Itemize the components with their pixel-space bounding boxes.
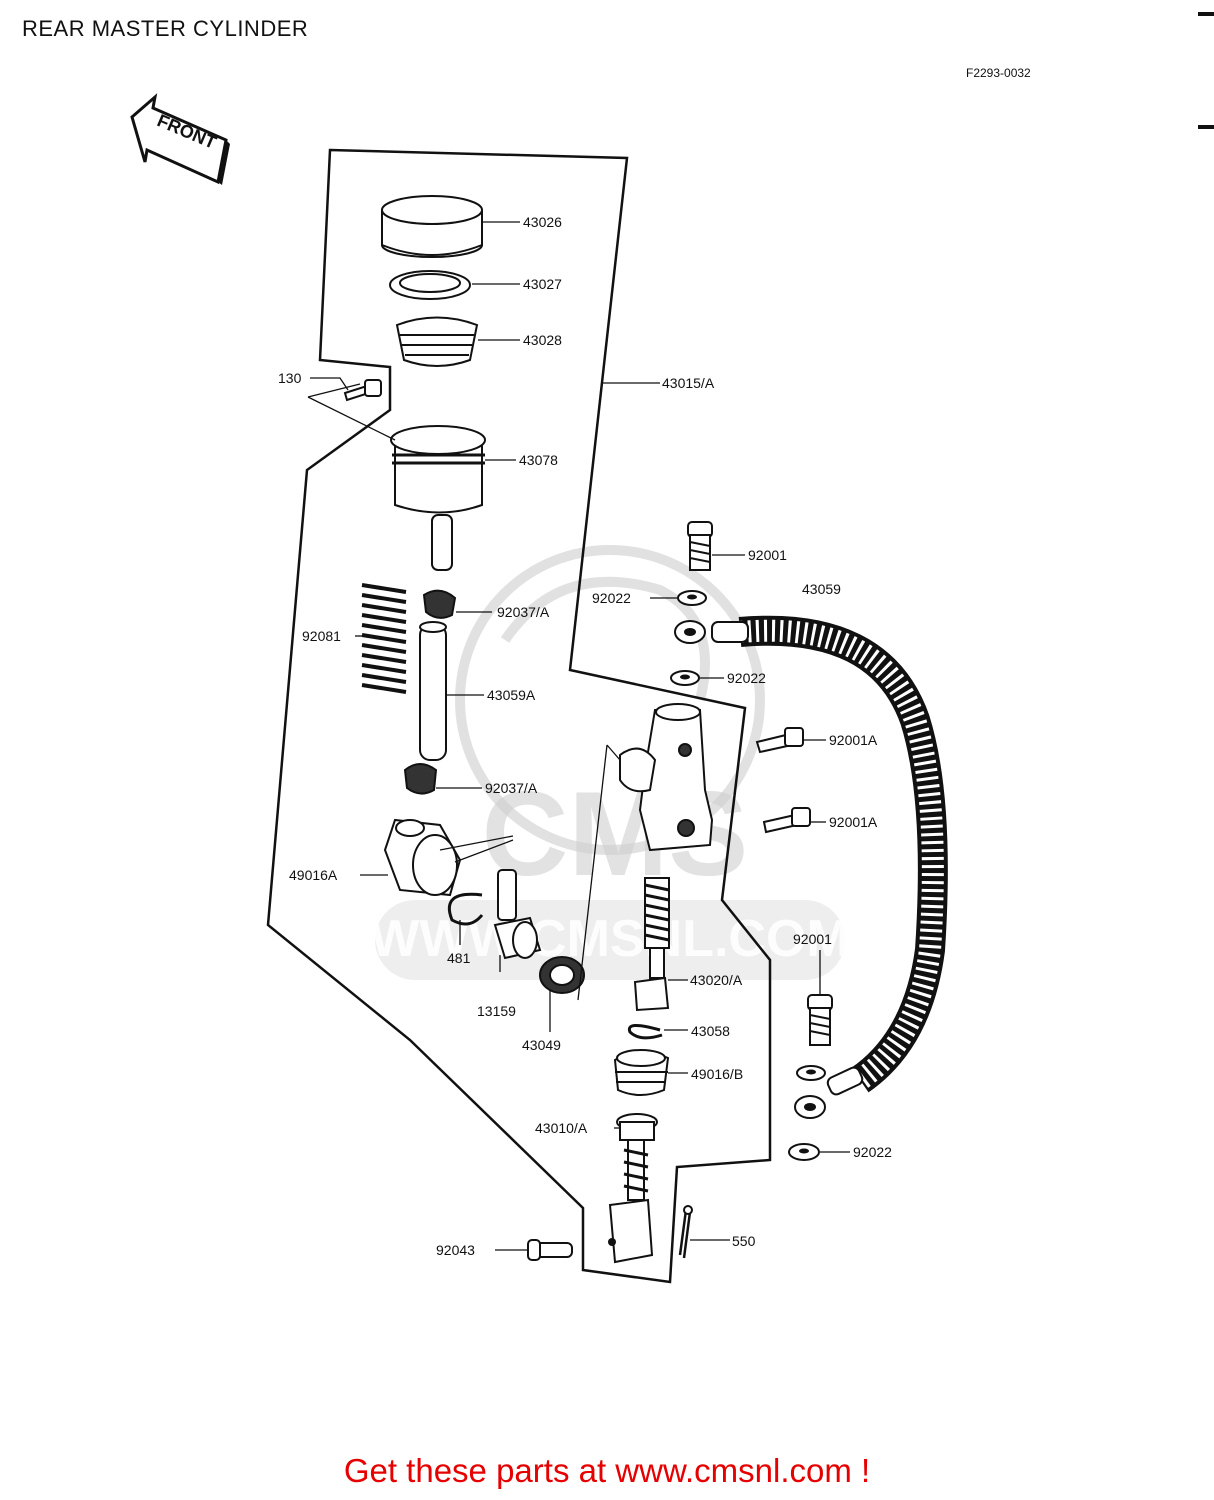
part-43059-brake-hose bbox=[674, 615, 948, 1119]
label-49016A: 49016A bbox=[289, 867, 338, 883]
cta-link[interactable]: Get these parts at www.cmsnl.com ! bbox=[343, 1452, 871, 1489]
label-92037A-top: 92037/A bbox=[497, 604, 550, 620]
label-43058: 43058 bbox=[691, 1023, 730, 1039]
part-92037A-clamp-bottom bbox=[403, 763, 438, 795]
label-43015A: 43015/A bbox=[662, 375, 715, 391]
label-92022-mid: 92022 bbox=[727, 670, 766, 686]
part-43010A-pushrod bbox=[608, 1113, 658, 1264]
part-43058-circlip bbox=[627, 1024, 663, 1040]
page-title: REAR MASTER CYLINDER bbox=[22, 16, 309, 41]
part-43078-reservoir bbox=[390, 425, 486, 571]
label-92001-right: 92001 bbox=[793, 931, 832, 947]
part-labels: 43026 43027 43028 43015/A 130 43078 9200… bbox=[278, 214, 892, 1258]
label-43049: 43049 bbox=[522, 1037, 561, 1053]
part-92001-bolt-top bbox=[687, 521, 713, 571]
label-43078: 43078 bbox=[519, 452, 558, 468]
label-92001A-top: 92001A bbox=[829, 732, 878, 748]
label-43026: 43026 bbox=[523, 214, 562, 230]
watermark-url: WWW.CMSNL.COM bbox=[370, 910, 849, 968]
part-92022-washer-top bbox=[677, 590, 707, 606]
label-92037A-bottom: 92037/A bbox=[485, 780, 538, 796]
label-43027: 43027 bbox=[523, 276, 562, 292]
parts-diagram: CMS WWW.CMSNL.COM FRONT bbox=[130, 12, 1214, 1284]
leader-lines bbox=[307, 221, 850, 1251]
label-92022-bottom: 92022 bbox=[853, 1144, 892, 1160]
assembly-boundary bbox=[266, 148, 772, 1284]
part-43028-diaphragm bbox=[395, 316, 479, 367]
label-92001A-bottom: 92001A bbox=[829, 814, 878, 830]
label-92001-top: 92001 bbox=[748, 547, 787, 563]
label-43059: 43059 bbox=[802, 581, 841, 597]
label-49016B: 49016/B bbox=[691, 1066, 743, 1082]
front-arrow: FRONT bbox=[130, 93, 230, 185]
label-43028: 43028 bbox=[523, 332, 562, 348]
label-92043: 92043 bbox=[436, 1242, 475, 1258]
label-43010A: 43010/A bbox=[535, 1120, 588, 1136]
part-92081-spring bbox=[361, 578, 407, 694]
part-43020A-piston bbox=[633, 877, 670, 1012]
part-92043-pin bbox=[527, 1239, 573, 1261]
part-481-circlip bbox=[447, 892, 484, 926]
part-92022-washer-bottom bbox=[788, 1143, 820, 1161]
label-92022-top: 92022 bbox=[592, 590, 631, 606]
part-92037A-clamp-top bbox=[422, 589, 457, 619]
part-130-screw bbox=[343, 379, 382, 402]
label-550: 550 bbox=[732, 1233, 756, 1249]
part-13159-fitting bbox=[493, 869, 542, 960]
part-92001A-bolt-bottom bbox=[762, 807, 811, 834]
part-43026-cap bbox=[381, 195, 483, 258]
figure-code: F2293-0032 bbox=[966, 66, 1031, 80]
part-550-cotter-pin bbox=[678, 1205, 693, 1259]
label-481: 481 bbox=[447, 950, 471, 966]
part-43027-gasket bbox=[389, 270, 471, 300]
part-92022-washer-mid bbox=[670, 670, 700, 686]
label-13159: 13159 bbox=[477, 1003, 516, 1019]
part-49016A-body bbox=[383, 818, 462, 897]
edge-marks bbox=[1198, 12, 1214, 129]
part-92022-washer-upper-right bbox=[796, 1065, 826, 1081]
part-92001A-bolt-top bbox=[755, 727, 804, 754]
part-43049-grommet bbox=[539, 956, 585, 994]
part-master-cylinder-body bbox=[619, 703, 714, 852]
part-43059A-hose bbox=[419, 621, 447, 761]
label-92081: 92081 bbox=[302, 628, 341, 644]
label-43020A: 43020/A bbox=[690, 972, 743, 988]
label-43059A: 43059A bbox=[487, 687, 536, 703]
part-92001-bolt-right bbox=[807, 994, 833, 1046]
part-49016B-boot bbox=[613, 1049, 670, 1096]
label-130: 130 bbox=[278, 370, 302, 386]
